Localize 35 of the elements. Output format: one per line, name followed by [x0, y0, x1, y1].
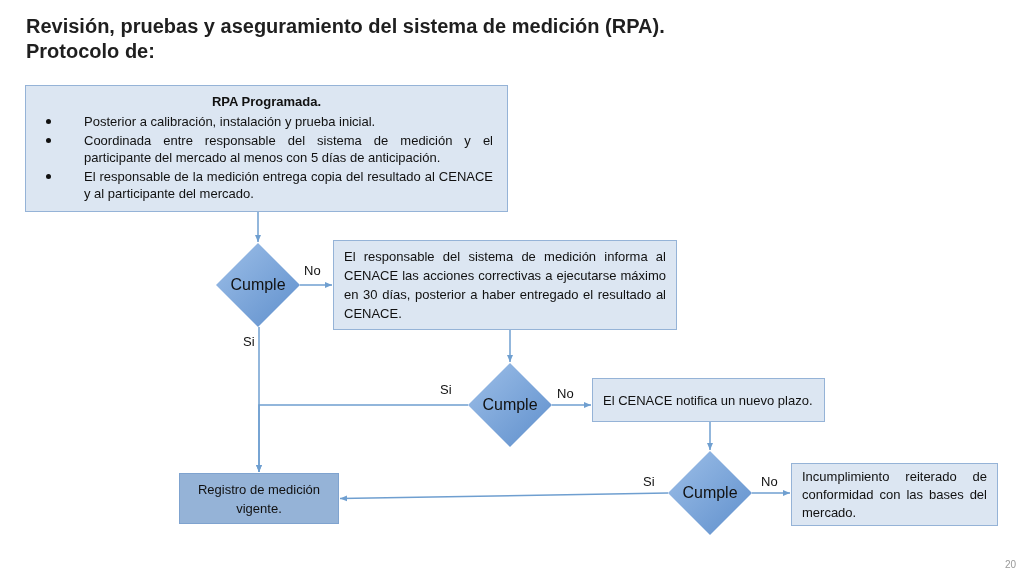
box-text: Incumplimiento reiterado de conformidad con las bases del mercado. — [802, 467, 987, 522]
connector-arrow — [707, 421, 713, 451]
edge-label: Si — [440, 382, 452, 397]
slide-title: Revisión, pruebas y aseguramiento del sistema de medición (RPA). Protocolo de: — [26, 14, 666, 64]
edge-label: No — [557, 386, 574, 401]
bullet-text: Coordinada entre responsable del sistema de medición y el participante del mercado al menos con 5 días de anticipación. — [84, 132, 493, 166]
connector-arrow — [255, 211, 261, 243]
process-box — [179, 473, 339, 524]
connector-arrow — [507, 329, 513, 363]
connector-arrow — [551, 402, 592, 408]
box-text: El responsable del sistema de medición informa al CENACE las acciones correctivas a ejecutarse máximo en 30 días, posterior a haber entregado el resultado al CENACE. — [344, 248, 666, 323]
decision-label: Cumple — [482, 396, 538, 414]
decision-label: Cumple — [230, 276, 286, 294]
process-box — [791, 463, 998, 526]
box-heading: RPA Programada. — [210, 93, 323, 110]
edge-label: Si — [643, 474, 655, 489]
process-box — [25, 85, 508, 212]
connector-arrow — [751, 490, 791, 496]
box-text: Registro de medición vigente. — [196, 480, 322, 518]
edge-label: No — [761, 474, 778, 489]
process-box — [333, 240, 677, 330]
connector-arrow — [256, 404, 469, 473]
edge-label: No — [304, 263, 321, 278]
bullet-text: El responsable de la medición entrega copia del resultado al CENACE y al participante del mercado. — [84, 168, 493, 202]
box-text: El CENACE notifica un nuevo plazo. — [603, 391, 814, 410]
process-box — [592, 378, 825, 422]
edge-label: Si — [243, 334, 255, 349]
decision-diamond — [468, 363, 552, 447]
connector-arrow — [299, 282, 333, 288]
connector-arrow — [339, 492, 669, 502]
decision-diamond — [216, 243, 300, 327]
decision-diamond — [668, 451, 752, 535]
bullet-text: Posterior a calibración, instalación y prueba inicial. — [84, 113, 377, 130]
decision-label: Cumple — [682, 484, 738, 502]
page-number: 20 — [1004, 559, 1016, 570]
